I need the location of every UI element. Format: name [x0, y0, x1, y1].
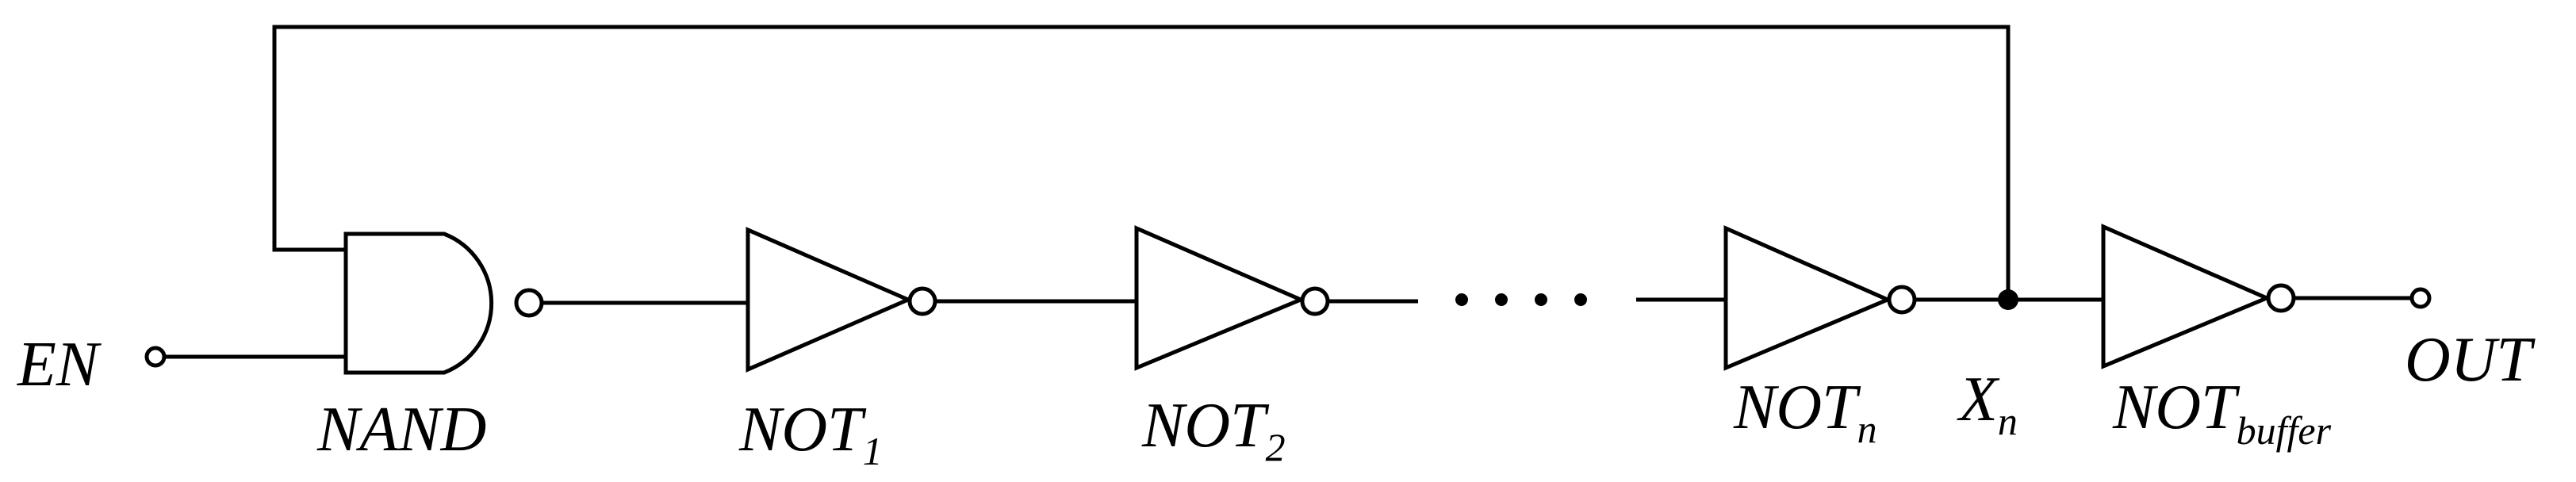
en-terminal — [144, 346, 167, 368]
not2-label: NOT2 — [1141, 391, 1286, 469]
feedback-wire — [272, 25, 2011, 300]
xn-label: Xn — [1957, 365, 2018, 443]
notn-output-bubble — [1887, 285, 1917, 315]
nand-label: NAND — [316, 395, 486, 465]
not1-label: NOT1 — [738, 395, 883, 473]
not1-label-main: NOT — [738, 395, 867, 465]
not2-gate — [1134, 225, 1306, 371]
not1-label-sub: 1 — [863, 429, 883, 473]
not1-gate — [746, 227, 914, 373]
nand-output-bubble — [514, 288, 544, 318]
not1-output-bubble — [907, 286, 937, 316]
out-label: OUT — [2405, 325, 2536, 395]
notbuffer-label-sub: buffer — [2237, 408, 2332, 453]
notn-gate — [1723, 225, 1893, 371]
xn-label-sub: n — [1998, 399, 2018, 443]
notbuffer-label-main: NOT — [2112, 373, 2241, 442]
not2-label-sub: 2 — [1266, 425, 1286, 469]
notn-label: NOTn — [1733, 373, 1877, 451]
ellipsis-dots — [1455, 293, 1587, 306]
xn-junction-dot — [1998, 289, 2018, 310]
not2-output-bubble — [1300, 286, 1330, 316]
out-terminal — [2409, 287, 2432, 309]
notn-label-main: NOT — [1733, 373, 1861, 442]
notbuffer-label: NOTbuffer — [2112, 373, 2332, 453]
not2-label-main: NOT — [1141, 391, 1270, 461]
notbuffer-output-bubble — [2266, 283, 2296, 313]
notbuffer-gate — [2101, 224, 2272, 369]
en-label: EN — [17, 330, 102, 400]
xn-label-main: X — [1957, 365, 2000, 434]
nand-gate — [343, 231, 494, 375]
notn-label-sub: n — [1857, 407, 1877, 451]
